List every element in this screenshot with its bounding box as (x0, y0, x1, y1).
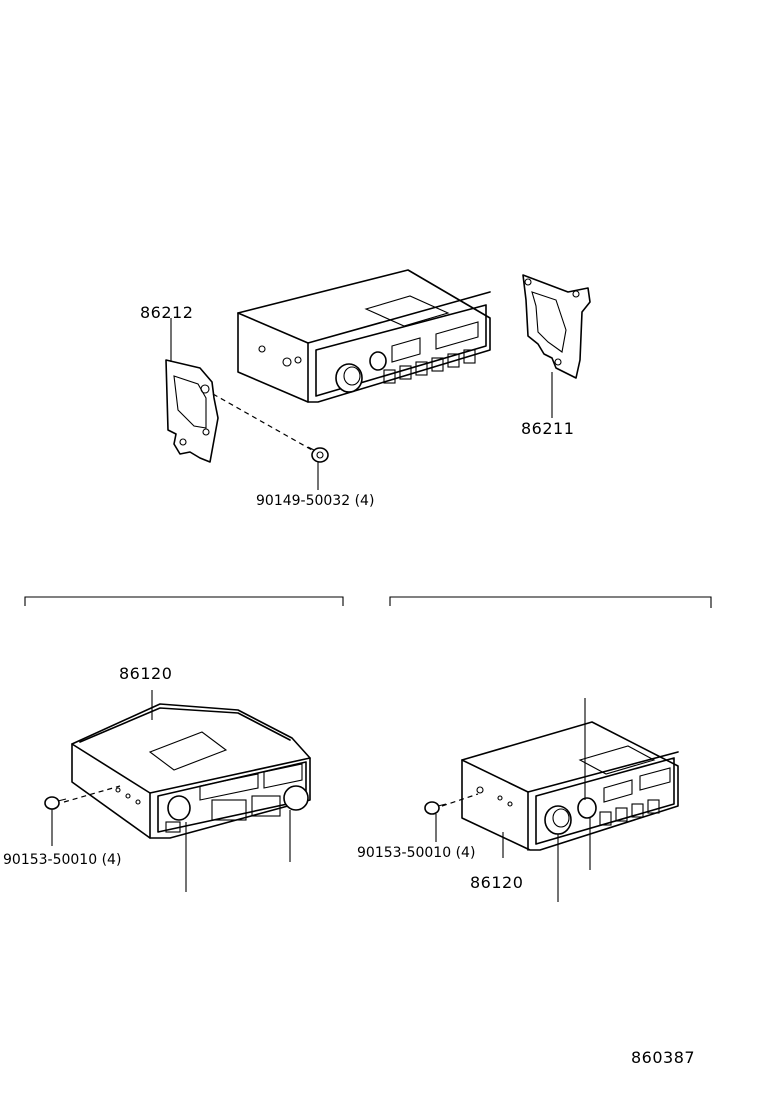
bottom-left-radio-unit (71, 703, 311, 839)
label-86212: 86212 (140, 303, 193, 322)
bolt-path-right (441, 793, 479, 807)
bottom-left-bolt (44, 796, 67, 810)
section-divider-right (389, 596, 712, 608)
section-divider-left (24, 596, 344, 606)
label-86120-right: 86120 (470, 873, 523, 892)
top-bolt (307, 446, 329, 463)
top-left-bracket (165, 359, 219, 463)
bolt-path-left (63, 785, 121, 803)
label-90153-50010-right: 90153-50010 (4) (357, 845, 475, 861)
label-86211: 86211 (521, 419, 574, 438)
top-radio-unit (237, 269, 491, 403)
bolt-path-top (212, 393, 313, 451)
label-90149-50032: 90149-50032 (4) (256, 493, 374, 509)
top-right-bracket (522, 274, 591, 379)
label-diagram-code: 860387 (631, 1048, 695, 1067)
label-90153-50010-left: 90153-50010 (4) (3, 852, 121, 868)
bottom-right-bolt (424, 801, 447, 815)
bottom-right-radio-unit (461, 721, 679, 851)
label-86120-left: 86120 (119, 664, 172, 683)
